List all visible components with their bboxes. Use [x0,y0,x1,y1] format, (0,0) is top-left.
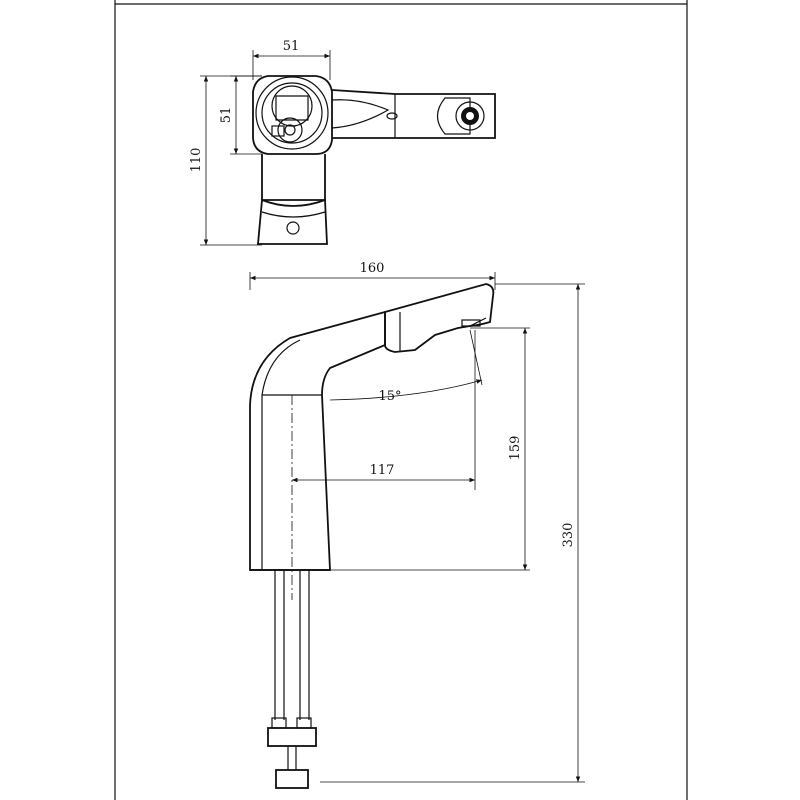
frame [114,0,688,800]
top-view: 51 51 110 [189,39,496,246]
dim-reach: 117 [370,463,395,478]
dim-total-height: 330 [561,523,576,548]
dim-side-width: 160 [360,261,385,276]
dim-top-depth: 51 [219,107,234,124]
dim-angle: 15° [378,389,401,404]
dim-top-width: 51 [283,39,300,54]
dim-spout-height: 159 [508,436,523,461]
side-view: 160 330 159 117 15° [249,261,585,789]
dim-top-total: 110 [189,148,204,173]
